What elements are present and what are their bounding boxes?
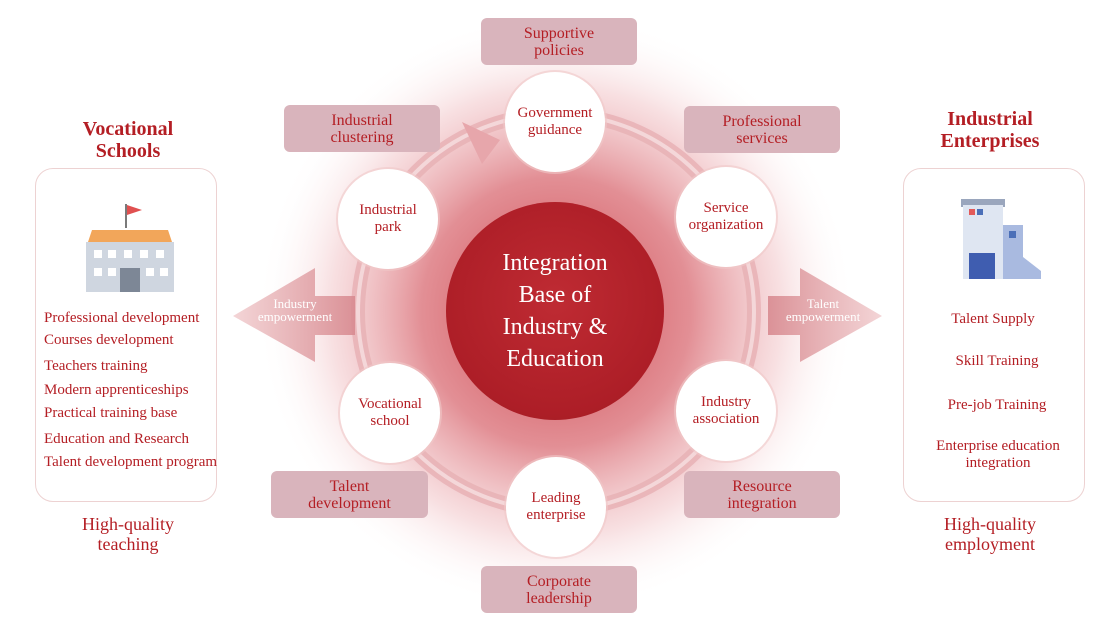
right-item: integration xyxy=(965,455,1031,471)
center-line-1: Integration xyxy=(502,250,608,276)
center-line-2: Base of xyxy=(518,282,592,308)
left-arrow-label: Industry empowerment xyxy=(257,296,333,324)
center-circle: Integration Base of Industry & Education xyxy=(446,202,664,420)
right-item: Enterprise education xyxy=(936,438,1060,454)
right-item: Skill Training xyxy=(955,353,1039,369)
left-footer: High-quality teaching xyxy=(82,514,174,554)
right-item: Pre-job Training xyxy=(947,397,1047,413)
right-empowerment-arrow xyxy=(768,268,882,362)
right-footer: High-quality employment xyxy=(944,514,1036,554)
left-title: Vocational Schools xyxy=(82,118,174,162)
center-line-3: Industry & xyxy=(502,314,608,340)
left-item: Modern apprenticeships xyxy=(44,382,189,398)
office-building-icon xyxy=(961,199,1041,279)
left-item: Teachers training xyxy=(44,358,148,374)
left-item: Education and Research xyxy=(44,431,189,447)
center-line-4: Education xyxy=(506,346,604,372)
orbit-arrow-icon xyxy=(462,122,500,164)
school-building-icon xyxy=(86,204,174,292)
right-title: Industrial Enterprises xyxy=(940,108,1040,152)
right-item: Talent Supply xyxy=(951,311,1035,327)
left-item: Professional development xyxy=(44,310,200,326)
left-empowerment-arrow xyxy=(233,268,355,362)
left-item: Talent development program xyxy=(44,454,218,470)
right-arrow-label: Talent empowerment xyxy=(785,296,861,324)
left-item: Practical training base xyxy=(44,405,178,421)
left-item: Courses development xyxy=(44,332,174,348)
